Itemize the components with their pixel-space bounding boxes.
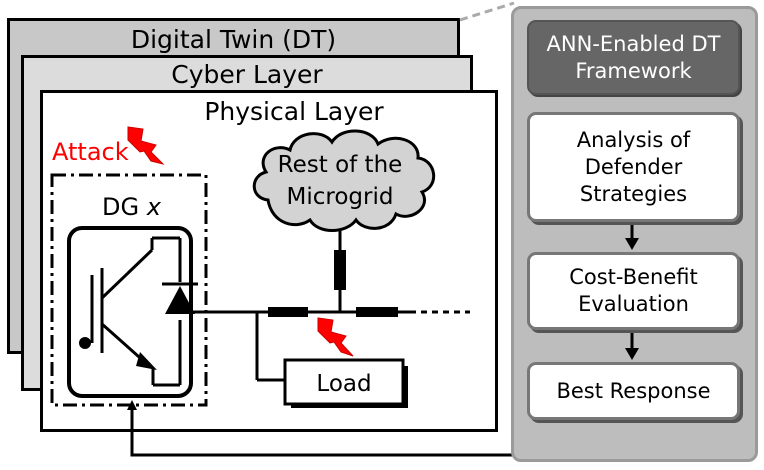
gate-terminal-icon bbox=[79, 337, 91, 349]
step-defender-line1: Analysis of bbox=[576, 127, 691, 152]
igbt-symbol-icon bbox=[90, 236, 198, 387]
framework-header-line2: Framework bbox=[575, 58, 692, 83]
load-box bbox=[283, 358, 405, 406]
attack-label: Attack bbox=[52, 138, 129, 166]
step-defender-line2: Defender bbox=[584, 154, 683, 179]
cyber-layer-title: Cyber Layer bbox=[171, 60, 323, 89]
step-cost-line1: Cost-Benefit bbox=[569, 265, 698, 289]
cloud-label-line1: Rest of the bbox=[278, 152, 403, 178]
igbt-emitter-arrow-icon bbox=[136, 352, 157, 370]
diode-icon bbox=[165, 286, 195, 314]
load-box-shadow-bottom bbox=[291, 404, 408, 408]
grid-attack-bolt-icon bbox=[317, 317, 354, 357]
step-best-line1: Best Response bbox=[556, 378, 711, 403]
cloud-label-line2: Microgrid bbox=[287, 184, 394, 210]
step-defender-analysis: Analysis of Defender Strategies bbox=[527, 112, 740, 222]
dg-label: DG x bbox=[102, 193, 162, 221]
digital-twin-title: Digital Twin (DT) bbox=[130, 25, 337, 54]
physical-layer-title: Physical Layer bbox=[204, 97, 384, 126]
load-box-shadow bbox=[403, 366, 408, 408]
power-lines bbox=[191, 230, 410, 382]
attack-bolt-icon bbox=[127, 126, 165, 165]
step-best-response: Best Response bbox=[527, 362, 740, 420]
line-impedance-2 bbox=[356, 307, 398, 317]
line-impedance-1 bbox=[268, 307, 308, 317]
framework-header: ANN-Enabled DT Framework bbox=[527, 20, 740, 95]
step-defender-line3: Strategies bbox=[579, 181, 688, 206]
framework-header-line1: ANN-Enabled DT bbox=[546, 31, 721, 56]
load-label: Load bbox=[316, 371, 371, 397]
line-impedance-vertical bbox=[334, 250, 346, 290]
microgrid-cloud-icon bbox=[252, 129, 435, 232]
step-cost-benefit: Cost-Benefit Evaluation bbox=[527, 252, 740, 330]
panel-connector-dashed bbox=[459, 1, 515, 22]
step-cost-line2: Evaluation bbox=[578, 292, 689, 316]
